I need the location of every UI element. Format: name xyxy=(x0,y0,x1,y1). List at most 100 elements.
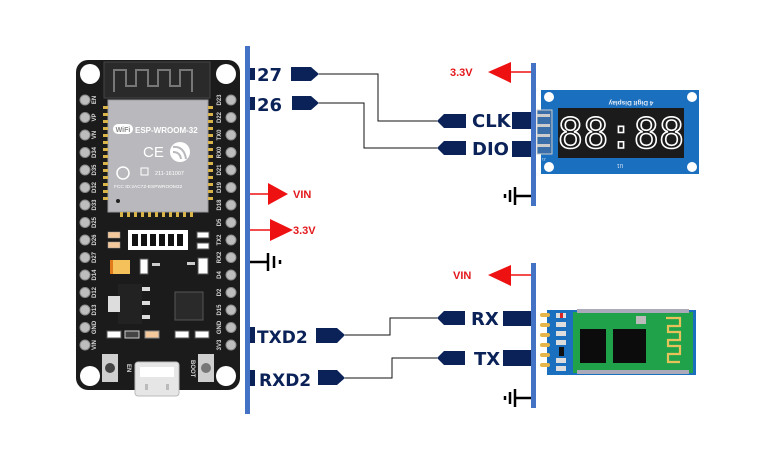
pin-silk-left-d33: D33 xyxy=(92,199,98,211)
pin-hole-d35 xyxy=(79,164,91,176)
smd-component xyxy=(196,242,210,250)
pin-hole-d34 xyxy=(79,147,91,158)
pin-hole-d33 xyxy=(79,199,91,211)
voltage-regulator xyxy=(108,284,150,324)
pin-hole-3v3 xyxy=(225,339,237,351)
display-digits: 88:88 xyxy=(558,109,684,158)
pin-hole-d27 xyxy=(79,252,91,263)
bluetooth-bus-bar xyxy=(531,263,536,408)
bt-antenna-icon xyxy=(666,316,682,364)
connector-rxd2 xyxy=(318,370,345,385)
pin-hole-d14 xyxy=(79,269,91,281)
connector-26 xyxy=(292,96,319,110)
pin-hole-d2 xyxy=(225,287,237,298)
pin-silk-left-d32: D32 xyxy=(92,181,98,193)
pin-hole-vin xyxy=(79,339,91,351)
pin-stub-27 xyxy=(250,68,255,80)
boot-button[interactable] xyxy=(198,354,214,382)
pin-silk-right-rx2: RX2 xyxy=(217,251,223,263)
right-pin-header: D23D22TX0RX0D21D19D18D5TX2RX2D4D2D15GND3… xyxy=(217,94,237,351)
pin-silk-right-rx0: RX0 xyxy=(217,146,223,158)
boot-button-label: BOOT xyxy=(189,360,195,378)
pin-label-txd2: TXD2 xyxy=(257,328,308,348)
display-bus-bar xyxy=(531,63,536,206)
ce-mark: CE xyxy=(143,144,164,161)
pin-label-tx: TX xyxy=(474,349,500,370)
en-button[interactable] xyxy=(102,354,118,382)
seven-segment-display xyxy=(558,108,684,158)
pin1-dot xyxy=(116,199,120,203)
connector-clk xyxy=(437,114,466,128)
module-name: ESP-WROOM-32 xyxy=(135,126,198,135)
en-button-label: EN xyxy=(125,364,131,372)
wire-26-dio xyxy=(319,102,437,149)
pin-hole-d25 xyxy=(79,217,91,228)
display-module: 4 Digit Display 88:88 U1 J1 xyxy=(536,90,699,174)
smd-row xyxy=(106,330,210,339)
pin-hole-d26 xyxy=(79,234,91,246)
pin-silk-right-tx2: TX2 xyxy=(217,234,223,246)
pin-silk-left-d12: D12 xyxy=(92,286,98,298)
pin-silk-left-vn: VN xyxy=(92,131,98,139)
pin-hole-en xyxy=(79,94,91,106)
display-3v3-power-arrow-icon xyxy=(488,62,531,83)
smd-pad xyxy=(152,263,160,266)
wires xyxy=(319,73,437,379)
display-header-pins xyxy=(536,109,553,155)
antenna-trace-icon xyxy=(113,69,193,92)
pin-silk-right-d2: D2 xyxy=(217,288,223,296)
pin-stub-rxd2 xyxy=(250,370,255,386)
wire-txd2-rx xyxy=(345,317,437,336)
wifi-badge-icon xyxy=(113,124,133,134)
pin-silk-left-d14: D14 xyxy=(92,269,98,281)
pin-silk-left-d34: D34 xyxy=(92,146,98,158)
pin-silk-right-d23: D23 xyxy=(217,94,223,106)
pin-stub-clk xyxy=(512,112,531,129)
pin-hole-rx0 xyxy=(225,147,237,158)
pin-label-rx: RX xyxy=(471,309,499,330)
pin-label-rxd2: RXD2 xyxy=(259,371,311,391)
pin-hole-d12 xyxy=(79,287,91,298)
connector-rx xyxy=(437,311,465,325)
pin-stub-txd2 xyxy=(250,327,255,343)
pin-silk-right-d15: D15 xyxy=(217,304,223,316)
bt-chip-1 xyxy=(580,329,606,363)
pin-hole-d21 xyxy=(225,164,237,176)
3v3-label: 3.3V xyxy=(293,225,316,237)
pin-stub-tx xyxy=(503,350,531,366)
pin-silk-left-d25: D25 xyxy=(92,216,98,228)
pin-hole-gnd xyxy=(79,322,91,333)
mounting-hole xyxy=(544,162,554,172)
pin-hole-d13 xyxy=(79,304,91,316)
mounting-hole xyxy=(80,366,100,386)
pin-silk-right-d22: D22 xyxy=(217,111,223,123)
fcc-id: FCC ID:2AC7Z-ESPWROOM32 xyxy=(114,184,183,190)
bt-chip-2 xyxy=(613,329,646,363)
pin-hole-vn xyxy=(79,129,91,141)
smd-component xyxy=(196,231,210,239)
pin-stub-dio xyxy=(512,141,531,157)
cert-box-icon xyxy=(140,167,149,176)
bt-castellations xyxy=(577,309,689,374)
pin-stub-rx xyxy=(503,311,531,326)
display-silk-title: 4 Digit Display xyxy=(608,99,653,106)
display-ref: U1 xyxy=(617,162,624,168)
smd-component xyxy=(107,241,121,249)
micro-usb-port[interactable] xyxy=(134,361,180,397)
cert-logo-icon xyxy=(116,166,130,180)
bt-header-pins xyxy=(540,313,550,367)
cp2102-chip xyxy=(174,291,204,321)
pin-silk-right-d21: D21 xyxy=(217,164,223,176)
left-pin-header: ENVPVND34D35D32D33D25D26D27D14D12D13GNDV… xyxy=(79,94,98,351)
mounting-hole xyxy=(216,64,236,84)
vin-power-arrow-icon xyxy=(250,183,288,205)
esp32-bus-bar xyxy=(245,46,250,414)
pin-silk-right-gnd: GND xyxy=(217,320,223,334)
smd-component xyxy=(197,257,209,275)
pin-hole-d15 xyxy=(225,304,237,316)
mounting-hole xyxy=(80,64,100,84)
pin-silk-left-d13: D13 xyxy=(92,304,98,316)
connector-dio xyxy=(437,141,466,155)
pin-silk-right-d4: D4 xyxy=(217,271,223,279)
